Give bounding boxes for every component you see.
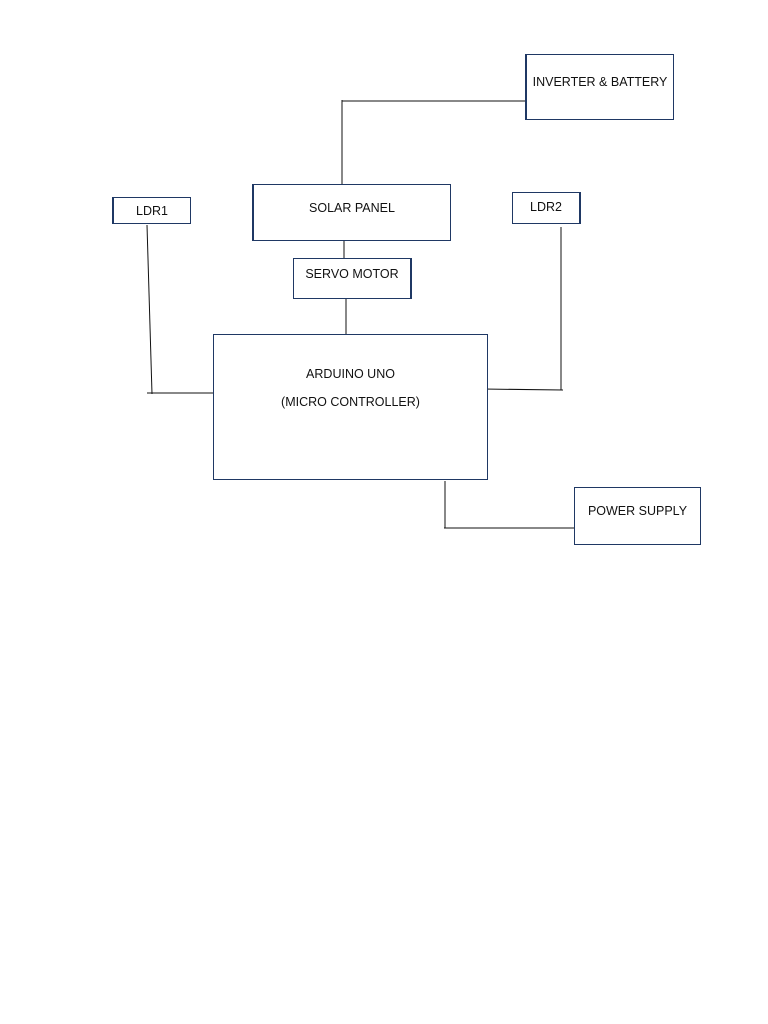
- wire-ldr1-vertical: [146, 224, 153, 395]
- ldr1-label: LDR1: [136, 204, 168, 218]
- solar-panel-label: SOLAR PANEL: [309, 201, 395, 215]
- ldr2-block: LDR2: [512, 192, 581, 224]
- ldr1-block: LDR1: [112, 197, 191, 224]
- power-supply-label: POWER SUPPLY: [587, 504, 688, 518]
- ldr2-label: LDR2: [530, 200, 562, 214]
- inverter-battery-label: INVERTER & BATTERY: [532, 75, 668, 89]
- arduino-subtitle-label: (MICRO CONTROLLER): [281, 395, 420, 409]
- arduino-uno-block: ARDUINO UNO (MICRO CONTROLLER): [213, 334, 488, 480]
- servo-motor-label: SERVO MOTOR: [305, 267, 399, 281]
- servo-motor-block: SERVO MOTOR: [293, 258, 412, 299]
- inverter-battery-block: INVERTER & BATTERY: [525, 54, 674, 120]
- power-supply-block: POWER SUPPLY: [574, 487, 701, 545]
- arduino-title-label: ARDUINO UNO: [306, 367, 395, 381]
- solar-panel-block: SOLAR PANEL: [252, 184, 451, 241]
- wire-ldr2-horizontal: [482, 388, 564, 391]
